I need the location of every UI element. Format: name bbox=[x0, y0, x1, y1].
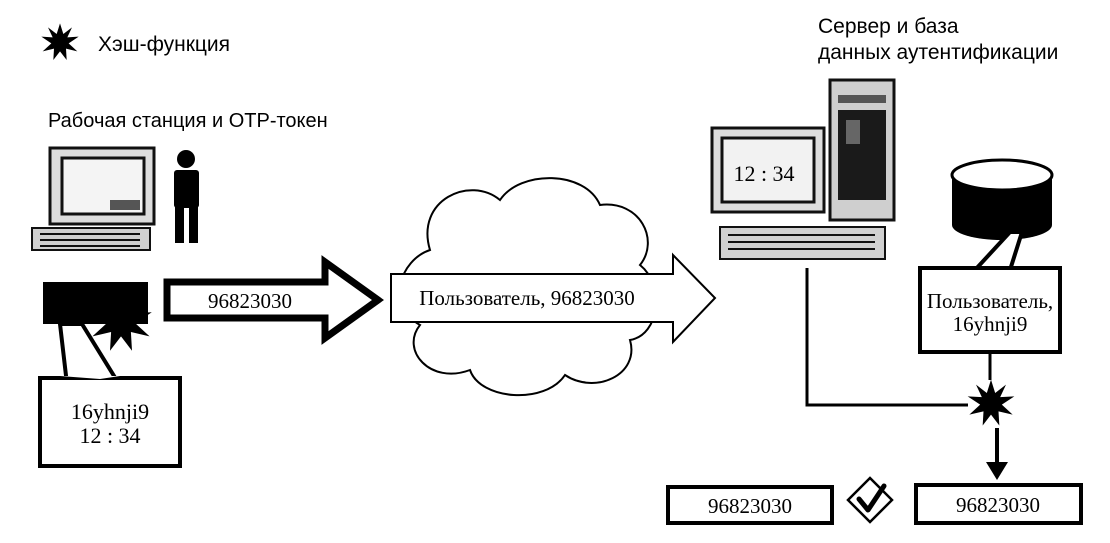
computed-code: 96823030 bbox=[956, 493, 1040, 517]
token-info-box bbox=[38, 376, 182, 468]
user-person-icon bbox=[174, 150, 199, 243]
server-title-line2: данных аутентификации bbox=[818, 41, 1058, 64]
workstation-computer-icon bbox=[31, 146, 156, 251]
db-record-line2: 16yhnji9 bbox=[953, 312, 1028, 336]
checkmark-diamond-icon bbox=[846, 476, 894, 524]
received-code: 96823030 bbox=[708, 494, 792, 518]
network-message: Пользователь, 96823030 bbox=[419, 286, 635, 310]
server-hash-icon bbox=[967, 379, 1015, 426]
sent-code: 96823030 bbox=[208, 289, 292, 313]
network-message-arrow bbox=[390, 252, 717, 345]
server-clock-connector bbox=[805, 268, 968, 407]
computed-code-box bbox=[914, 483, 1083, 525]
hash-output-arrowhead bbox=[986, 462, 1008, 480]
send-code-arrow bbox=[163, 255, 385, 345]
legend: Хэш-функция bbox=[41, 23, 230, 60]
server-computer-icon bbox=[710, 126, 886, 260]
received-code-box bbox=[666, 485, 834, 525]
server-tower-icon bbox=[828, 78, 896, 222]
otp-token-device-icon bbox=[43, 282, 152, 351]
hash-legend-icon bbox=[41, 23, 79, 60]
server-clock: 12 : 34 bbox=[733, 161, 794, 186]
hash-legend-label: Хэш-функция bbox=[98, 33, 230, 56]
db-record-line1: Пользователь, bbox=[927, 289, 1053, 313]
token-time: 12 : 34 bbox=[79, 423, 140, 448]
token-secret: 16yhnji9 bbox=[71, 399, 149, 424]
database-cylinder-icon bbox=[950, 158, 1054, 240]
db-record-box bbox=[918, 266, 1062, 354]
server-title-line1: Сервер и база bbox=[818, 15, 959, 38]
client-title: Рабочая станция и ОТР-токен bbox=[48, 110, 328, 132]
